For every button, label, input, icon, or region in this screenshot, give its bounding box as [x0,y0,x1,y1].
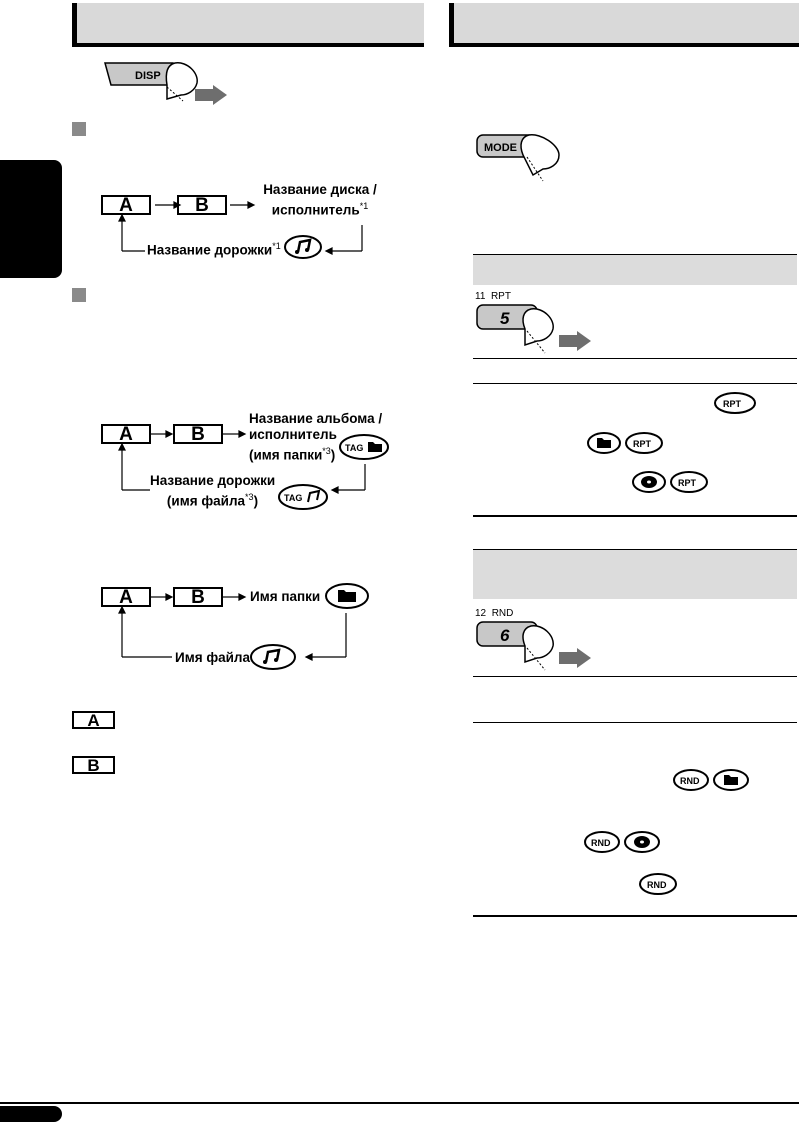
random-divider-1 [473,676,797,677]
repeat-section-end [473,515,797,517]
svg-text:TAG: TAG [284,493,302,503]
finger-press-icon [165,62,198,100]
diagram3-box-a: A [101,587,151,607]
diagram3-box-b: B [173,587,223,607]
random-section-header [473,549,797,599]
diagram1-flow-arrows [118,201,363,255]
diagram3-flow-arrows [118,593,347,661]
disc-artist-label: Название диска / исполнитель*1 [263,182,377,218]
repeat-key-5[interactable]: 5 [473,303,603,359]
repeat-divider-2 [473,383,797,384]
mode-button-icon[interactable]: MODE [473,125,573,185]
page-number-tab [0,1106,62,1122]
section-bullet-1 [72,122,86,136]
random-section-end [473,915,797,917]
disp-label: DISP [135,70,161,82]
svg-text:5: 5 [500,309,510,328]
random-divider-2 [473,722,797,723]
diagram1-box-a: A [101,195,151,215]
file-name-label: Имя файла [175,650,251,665]
random-key-caption: 12 RND [475,608,514,619]
diagram2-box-a: A [101,424,151,444]
finger-press-icon [522,625,554,664]
arrow-right-icon [195,85,227,105]
svg-text:TAG: TAG [345,443,363,453]
svg-text:6: 6 [500,626,510,645]
tag-folder-icon: TAG [339,434,389,460]
repeat-section-header [473,254,797,285]
right-section-header [449,3,799,47]
repeat-key-caption: 11 RPT [475,291,511,302]
tag-music-icon: TAG [278,484,328,510]
folder-icon [724,775,738,785]
legend-box-a: A [72,711,115,729]
album-artist-label: Название альбома / исполнитель (имя папк… [249,411,383,463]
folder-rpt-indicator-icon: RPT [587,432,663,454]
section-bullet-2 [72,288,86,302]
svg-text:RND: RND [680,776,700,786]
language-side-tab [0,160,62,278]
svg-text:RPT: RPT [633,439,652,449]
folder-icon [325,583,369,609]
finger-press-icon [522,308,554,347]
svg-text:RPT: RPT [723,399,742,409]
disc-rpt-indicator-icon: RPT [632,471,708,493]
svg-text:RND: RND [591,838,611,848]
track-title-label: Название дорожки*1 [147,241,281,258]
diagram2-flow-arrows [118,430,366,494]
random-key-6[interactable]: 6 [473,620,603,676]
rnd-disc-indicator-icon: RND [584,831,660,853]
track-file-label: Название дорожки (имя файла*3) [150,473,276,509]
left-section-header [72,3,424,47]
finger-press-icon [520,134,560,177]
folder-name-label: Имя папки [250,589,321,604]
repeat-divider-1 [473,358,797,359]
folder-icon [597,438,611,448]
mode-label: MODE [484,142,517,154]
music-note-icon [250,644,296,670]
rnd-indicator-icon: RND [639,873,677,895]
music-note-icon [284,235,322,259]
footer-rule [0,1102,799,1104]
svg-text:RND: RND [647,880,667,890]
rnd-folder-indicator-icon: RND [673,769,749,791]
disp-button-icon: DISP [104,62,227,105]
rpt-indicator-icon: RPT [714,392,756,414]
legend-box-b: B [72,756,115,774]
arrow-right-icon [559,648,591,668]
svg-text:RPT: RPT [678,478,697,488]
diagram2-box-b: B [173,424,223,444]
arrow-right-icon [559,331,591,351]
